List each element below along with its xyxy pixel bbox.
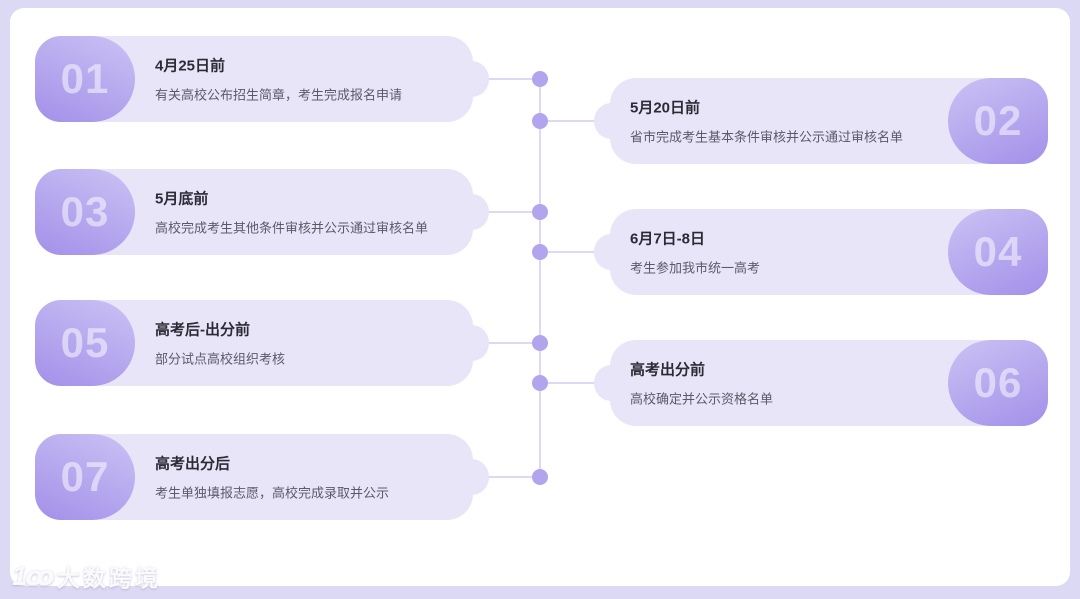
step-card-7: 07 高考出分后考生单独填报志愿，高校完成录取并公示 (35, 434, 473, 520)
connector-line-step1 (487, 78, 540, 80)
step-title: 5月底前 (155, 190, 209, 208)
step-number: 01 (60, 55, 110, 102)
connector-line-step5 (487, 342, 540, 344)
timeline-dot-3 (532, 204, 548, 220)
connector-line-step6 (540, 382, 597, 384)
step-card-1: 01 4月25日前有关高校公布招生简章，考生完成报名申请 (35, 36, 473, 122)
connector-line-step3 (487, 211, 540, 213)
step-description: 高校完成考生其他条件审核并公示通过审核名单 (155, 220, 429, 236)
step-number: 05 (60, 319, 110, 366)
step-description: 省市完成考生基本条件审核并公示通过审核名单 (630, 129, 904, 145)
step-number: 02 (973, 97, 1023, 144)
step-description: 有关高校公布招生简章，考生完成报名申请 (155, 87, 403, 103)
brand-100-logo-icon: 1ꝏ (12, 560, 55, 591)
step-description: 部分试点高校组织考核 (155, 351, 286, 367)
timeline-vertical-line (539, 79, 541, 477)
step-number-badge: 06 (948, 340, 1048, 426)
step-number-badge: 07 (35, 434, 135, 520)
step-number-badge: 04 (948, 209, 1048, 295)
step-number: 04 (973, 228, 1023, 275)
step-number-badge: 05 (35, 300, 135, 386)
step-card-4: 04 6月7日-8日考生参加我市统一高考 (610, 209, 1048, 295)
timeline-dot-6 (532, 375, 548, 391)
step-description: 考生参加我市统一高考 (630, 260, 761, 276)
step-title: 5月20日前 (630, 99, 701, 117)
step-description: 考生单独填报志愿，高校完成录取并公示 (155, 485, 390, 501)
step-card-5: 05 高考后-出分前部分试点高校组织考核 (35, 300, 473, 386)
timeline-dot-2 (532, 113, 548, 129)
step-title: 6月7日-8日 (630, 230, 706, 248)
step-title: 高考后-出分前 (155, 321, 250, 339)
step-number: 07 (60, 453, 110, 500)
step-number-badge: 03 (35, 169, 135, 255)
step-number: 03 (60, 188, 110, 235)
timeline-dot-7 (532, 469, 548, 485)
connector-line-step2 (540, 120, 597, 122)
watermark: 1ꝏ 大数跨境 (12, 559, 161, 593)
step-title: 高考出分后 (155, 455, 231, 473)
timeline-dot-5 (532, 335, 548, 351)
step-description: 高校确定并公示资格名单 (630, 391, 774, 407)
step-title: 高考出分前 (630, 361, 706, 379)
step-number-badge: 01 (35, 36, 135, 122)
connector-line-step4 (540, 251, 597, 253)
step-card-6: 06 高考出分前高校确定并公示资格名单 (610, 340, 1048, 426)
timeline-dot-4 (532, 244, 548, 260)
step-title: 4月25日前 (155, 57, 226, 75)
step-number: 06 (973, 359, 1023, 406)
timeline-dot-1 (532, 71, 548, 87)
step-card-3: 03 5月底前高校完成考生其他条件审核并公示通过审核名单 (35, 169, 473, 255)
watermark-text: 大数跨境 (56, 565, 161, 591)
step-number-badge: 02 (948, 78, 1048, 164)
connector-line-step7 (487, 476, 540, 478)
step-card-2: 02 5月20日前省市完成考生基本条件审核并公示通过审核名单 (610, 78, 1048, 164)
